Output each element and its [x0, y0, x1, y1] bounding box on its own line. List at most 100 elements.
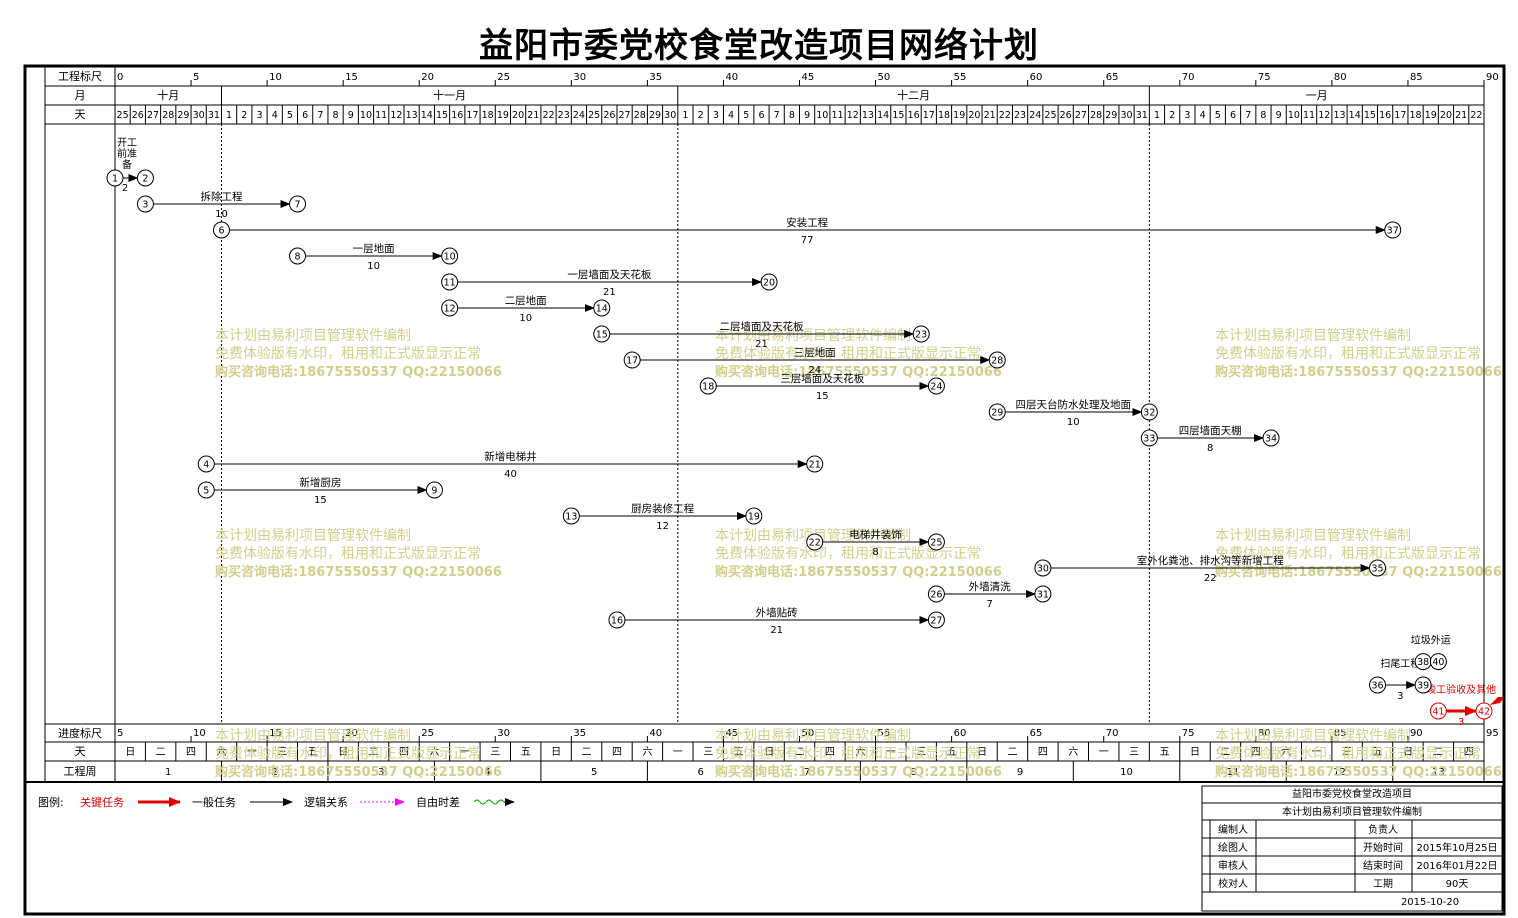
- weekday-cell: 二: [1433, 747, 1443, 758]
- event-node-number: 16: [611, 616, 623, 627]
- finish-flag-icon: [1490, 697, 1504, 705]
- day-cell: 28: [634, 110, 646, 121]
- task-duration: 21: [603, 287, 616, 298]
- day-cell: 16: [451, 110, 463, 121]
- day-cell: 3: [256, 110, 262, 121]
- weekday-cell: 四: [1464, 747, 1474, 758]
- weekday-cell: 六: [429, 746, 439, 758]
- day-cell: 16: [1379, 110, 1391, 121]
- day-cell: 18: [938, 110, 950, 121]
- week-cell: 9: [1017, 767, 1023, 778]
- task-name: 二层地面: [505, 294, 547, 307]
- watermark-line2: 免费体验版有水印，租用和正式版显示正常: [215, 346, 481, 362]
- progress-tick-label: 40: [649, 728, 662, 739]
- watermark-line2: 免费体验版有水印，租用和正式版显示正常: [715, 346, 981, 362]
- event-node: [608, 611, 626, 629]
- event-node: [136, 169, 154, 187]
- day-cell: 2: [241, 110, 247, 121]
- day-cell: 8: [1260, 110, 1266, 121]
- watermark-line3: 购买咨询电话:18675550537 QQ:22150066: [1215, 764, 1502, 780]
- progress-tick-label: 20: [345, 728, 358, 739]
- day-label: 天: [75, 108, 86, 121]
- weekday-cell: 四: [186, 747, 196, 758]
- task-name: 外墙贴砖: [756, 606, 798, 619]
- task-name: 新增电梯井: [484, 450, 537, 463]
- event-node: [1034, 585, 1052, 603]
- task-duration: 7: [986, 599, 992, 610]
- watermark-line1: 本计划由易利项目管理软件编制: [215, 528, 411, 544]
- ruler-label: 工程标尺: [58, 69, 102, 83]
- weekday-cell: 日: [977, 747, 987, 758]
- event-node-number: 10: [444, 252, 456, 263]
- ruler-tick-label: 70: [1182, 72, 1195, 83]
- day-cell: 9: [804, 110, 810, 121]
- task-duration: 24: [808, 365, 821, 376]
- event-node: [1475, 702, 1493, 720]
- weekday-cell: 三: [1129, 747, 1139, 758]
- weekday-cell: 一: [247, 747, 257, 758]
- task-name: 竣工验收及其他: [1426, 683, 1496, 696]
- month-label: 十一月: [433, 88, 466, 102]
- event-node: [745, 507, 763, 525]
- watermark-line1: 本计划由易利项目管理软件编制: [1215, 328, 1411, 344]
- watermark-line2: 免费体验版有水印，租用和正式版显示正常: [215, 546, 481, 562]
- event-node: [988, 351, 1006, 369]
- day-cell: 12: [1318, 110, 1330, 121]
- day-cell: 5: [287, 110, 293, 121]
- event-node: [760, 273, 778, 291]
- weekday-cell: 一: [1312, 747, 1322, 758]
- day-cell: 26: [132, 110, 144, 121]
- watermark-line3: 购买咨询电话:18675550537 QQ:22150066: [1215, 364, 1502, 380]
- event-node-number: 4: [203, 460, 209, 471]
- task-duration: 10: [215, 209, 228, 220]
- event-node-number: 36: [1371, 681, 1383, 692]
- event-node: [806, 533, 824, 551]
- day-cell: 29: [649, 110, 661, 121]
- day-cell: 27: [619, 110, 631, 121]
- event-node-number: 27: [930, 616, 942, 627]
- legend-logic-label: 逻辑关系: [304, 795, 348, 809]
- task-name: 外墙清洗: [969, 580, 1011, 593]
- progress-tick-label: 30: [497, 728, 510, 739]
- progress-tick-label: 70: [1106, 728, 1119, 739]
- weekday-cell: 日: [125, 747, 135, 758]
- week-cell: 3: [378, 767, 384, 778]
- day-cell: 30: [193, 110, 205, 121]
- event-node-number: 39: [1417, 681, 1429, 692]
- watermark-line3: 购买咨询电话:18675550537 QQ:22150066: [715, 764, 1002, 780]
- day-cell: 13: [1333, 110, 1345, 121]
- day-cell: 24: [573, 110, 585, 121]
- week-label: 工程周: [64, 765, 97, 778]
- ruler-tick-label: 0: [117, 72, 123, 83]
- event-node-number: 11: [444, 278, 456, 289]
- week-cell: 11: [1227, 767, 1240, 778]
- task-duration: 15: [816, 391, 829, 402]
- weekday-cell: 三: [1342, 747, 1352, 758]
- day-cell: 14: [421, 110, 433, 121]
- day-cell: 5: [743, 110, 749, 121]
- info-editor-label: 编制人: [1218, 823, 1248, 836]
- weekday-cell: 六: [642, 746, 652, 758]
- event-node: [593, 299, 611, 317]
- event-node: [593, 325, 611, 343]
- task-name: 电梯井装饰: [849, 528, 902, 541]
- event-node-number: 28: [991, 356, 1003, 367]
- weekday-cell: 一: [673, 747, 683, 758]
- event-node-number: 40: [1432, 657, 1444, 668]
- day-cell: 18: [482, 110, 494, 121]
- page-title: 益阳市委党校食堂改造项目网络计划: [479, 26, 1039, 66]
- day-cell: 18: [1410, 110, 1422, 121]
- event-node: [441, 247, 459, 265]
- day-cell: 4: [1200, 110, 1206, 121]
- event-node: [912, 325, 930, 343]
- watermark-line3: 购买咨询电话:18675550537 QQ:22150066: [715, 564, 1002, 580]
- day-cell: 9: [348, 110, 354, 121]
- day-cell: 26: [1060, 110, 1072, 121]
- event-node-number: 20: [763, 278, 775, 289]
- weekday-cell: 二: [369, 747, 379, 758]
- task-name: 三层地面: [794, 346, 836, 359]
- event-node-number: 21: [809, 460, 821, 471]
- event-node: [1140, 429, 1158, 447]
- task-duration: 2: [122, 183, 128, 194]
